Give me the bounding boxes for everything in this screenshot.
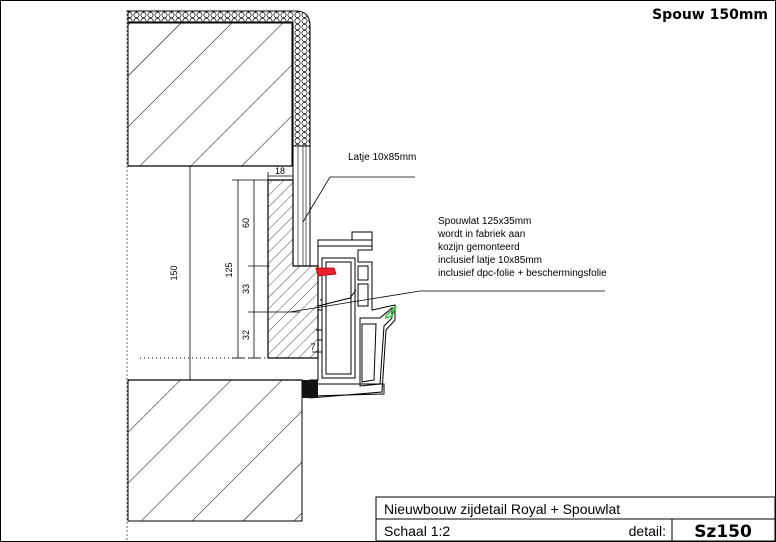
page-title: Spouw 150mm bbox=[652, 7, 768, 23]
lower-masonry bbox=[127, 379, 303, 522]
dim-gap-7: 7 bbox=[310, 342, 315, 352]
dimension-lines bbox=[184, 165, 322, 381]
detail-code: Sz150 bbox=[694, 522, 752, 542]
upper-masonry bbox=[127, 21, 293, 167]
latje-strip bbox=[292, 145, 311, 267]
spouwlat-note-line-3: kozijn gemonteerd bbox=[438, 242, 520, 253]
bottom-gasket bbox=[302, 380, 318, 398]
latje-label: Latje 10x85mm bbox=[348, 152, 416, 163]
green-clip bbox=[385, 305, 397, 320]
spouwlat-note-line-5: inclusief dpc-folie + beschermingsfolie bbox=[438, 268, 607, 279]
dim-bottom-32: 32 bbox=[241, 330, 251, 340]
leader-lines bbox=[289, 176, 605, 313]
drawing-scale: Schaal 1:2 bbox=[384, 523, 450, 539]
dim-top-60: 60 bbox=[241, 218, 251, 228]
dim-middle-33: 33 bbox=[241, 284, 251, 294]
dim-profile-125: 125 bbox=[224, 262, 234, 277]
spouwlat-note-line-1: Spouwlat 125x35mm bbox=[438, 216, 531, 227]
dpc-foil bbox=[317, 289, 357, 307]
dim-total-150: 150 bbox=[169, 265, 179, 280]
title-block bbox=[375, 496, 776, 542]
spouwlat-note: Spouwlat 125x35mm wordt in fabriek aan k… bbox=[437, 216, 607, 279]
spouwlat-note-line-4: inclusief latje 10x85mm bbox=[438, 255, 542, 266]
window-frame-profile bbox=[309, 231, 396, 399]
spouwlat-note-line-2: wordt in fabriek aan bbox=[437, 229, 525, 240]
drawing-description: Nieuwbouw zijdetail Royal + Spouwlat bbox=[384, 501, 620, 517]
dim-lath-18: 18 bbox=[275, 166, 285, 176]
detail-label: detail: bbox=[629, 523, 666, 539]
red-seal bbox=[315, 267, 337, 277]
